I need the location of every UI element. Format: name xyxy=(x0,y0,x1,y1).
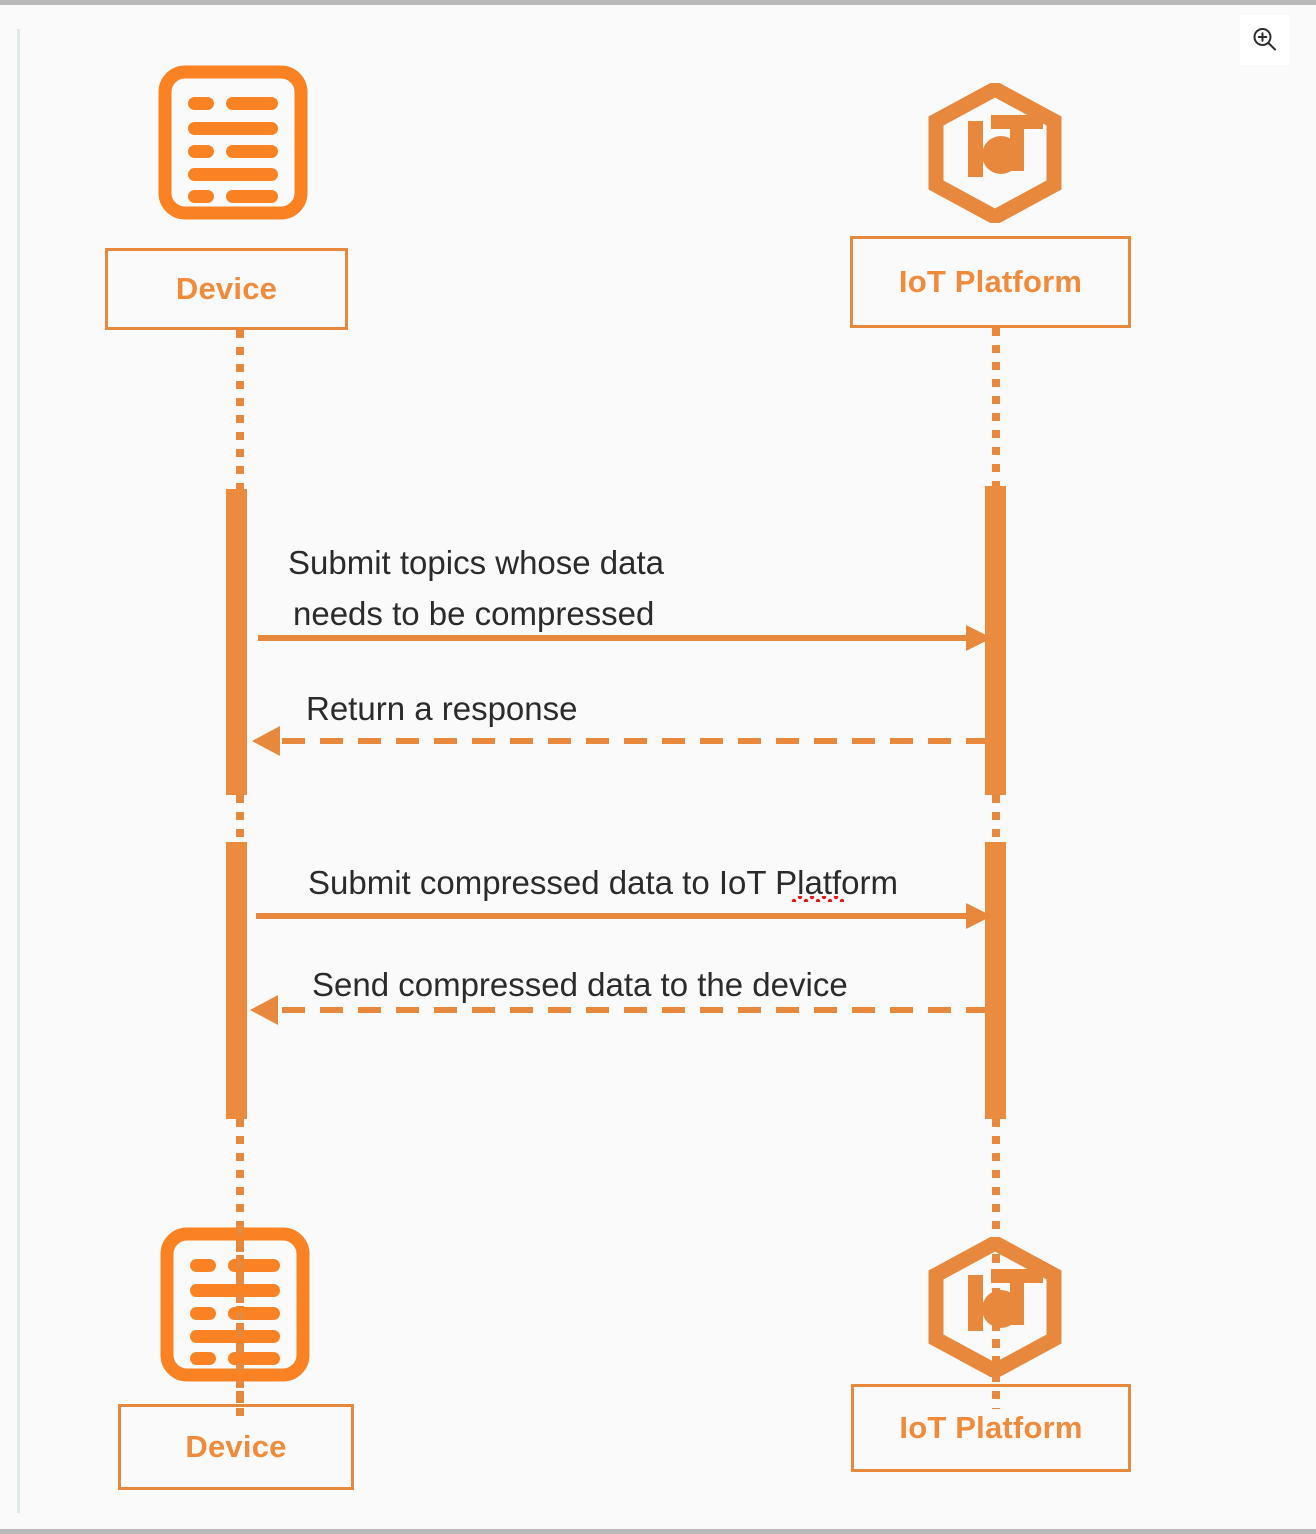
message-arrow-line-2 xyxy=(282,738,985,744)
participant-header-device[interactable]: Device xyxy=(105,248,348,330)
lifeline-iot-segment-2 xyxy=(992,795,1000,843)
activation-bar-device-2 xyxy=(226,842,247,1119)
message-arrowhead-3 xyxy=(966,903,992,929)
message-arrowhead-2 xyxy=(252,726,280,756)
zoom-in-button[interactable] xyxy=(1240,15,1290,65)
iot-hexagon-icon xyxy=(925,83,1065,223)
zoom-in-icon xyxy=(1250,25,1280,55)
lifeline-device-through-icon xyxy=(236,1227,244,1403)
lifeline-device-segment-1 xyxy=(236,330,244,490)
server-rack-icon xyxy=(158,65,308,220)
message-arrowhead-4 xyxy=(250,995,278,1025)
diagram-canvas: Device IoT Platform Submit topics whose … xyxy=(0,5,1316,1529)
message-arrowhead-1 xyxy=(966,625,992,651)
activation-bar-device-1 xyxy=(226,489,247,795)
page-left-edge xyxy=(17,29,20,1513)
participant-label-device: Device xyxy=(175,271,278,306)
activation-bar-iot-1 xyxy=(985,486,1006,795)
message-arrow-line-3 xyxy=(256,913,972,919)
participant-footer-label-device: Device xyxy=(185,1429,287,1464)
message-label-3-line-1: Submit compressed data to IoT Platform xyxy=(308,864,898,901)
message-label-4-line-1: Send compressed data to the device xyxy=(312,966,848,1003)
message-label-1-line-1: Submit topics whose data xyxy=(288,544,665,581)
participant-footer-iot-platform[interactable]: IoT Platform xyxy=(851,1384,1131,1472)
message-arrow-line-4 xyxy=(282,1007,985,1013)
message-label-1-line-2: needs to be compressed xyxy=(293,595,655,632)
activation-bar-iot-2 xyxy=(985,842,1006,1119)
server-rack-icon-bottom xyxy=(160,1227,310,1382)
participant-footer-device[interactable]: Device xyxy=(118,1404,354,1490)
participant-footer-label-iot-platform: IoT Platform xyxy=(899,1410,1083,1445)
participant-header-iot-platform[interactable]: IoT Platform xyxy=(850,236,1131,328)
participant-label-iot-platform: IoT Platform xyxy=(898,264,1083,299)
spellcheck-underline-icon xyxy=(791,896,844,902)
lifeline-iot-through-icon xyxy=(992,1237,1000,1385)
lifeline-iot-segment-1 xyxy=(992,328,1000,490)
lifeline-device-segment-2 xyxy=(236,795,244,843)
message-arrow-line-1 xyxy=(258,635,972,641)
message-label-2-line-1: Return a response xyxy=(306,690,578,727)
